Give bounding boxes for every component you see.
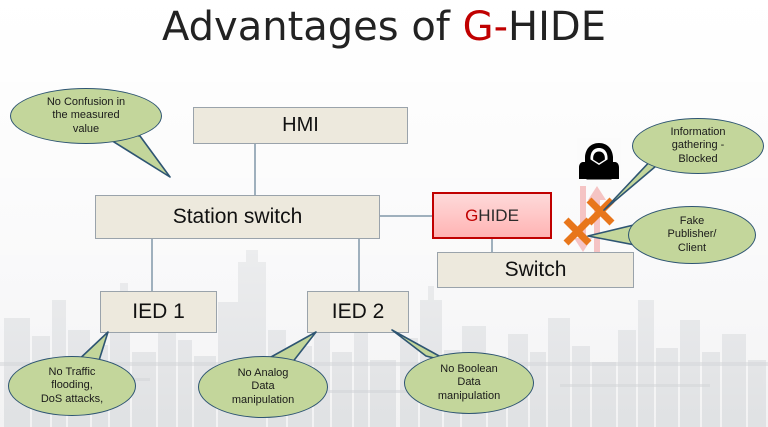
title-suffix: HIDE: [508, 4, 606, 50]
node-ghide-label-rest: HIDE: [478, 205, 519, 225]
blocked-attack-indicator: [560, 186, 630, 258]
node-ied1-label: IED 1: [132, 300, 185, 323]
node-switch[interactable]: Switch: [437, 252, 634, 288]
callout-line: manipulation: [231, 393, 295, 406]
callout-line: No Boolean: [440, 362, 498, 375]
callout-fake-publisher-bubble: Fake Publisher/ Client: [628, 206, 756, 264]
node-hmi-label: HMI: [282, 114, 319, 136]
callout-info-gathering-bubble: Information gathering - Blocked: [632, 118, 764, 174]
node-station-switch-label: Station switch: [172, 205, 303, 228]
callout-line: gathering -: [671, 139, 725, 152]
title-accent: G-: [462, 4, 509, 50]
slide-title: Advantages of G-HIDE: [0, 4, 768, 50]
callout-line: No Analog: [237, 366, 289, 379]
callout-line: Information: [670, 125, 726, 138]
connector-hmi-to-station: [254, 143, 256, 195]
node-switch-label: Switch: [504, 258, 567, 281]
callout-no-traffic-flooding: No Traffic flooding, DoS attacks,: [8, 331, 168, 427]
callout-line: Blocked: [678, 152, 718, 165]
callout-no-boolean-data-bubble: No Boolean Data manipulation: [404, 352, 534, 414]
node-station-switch[interactable]: Station switch: [95, 195, 380, 239]
callout-line: No Traffic: [48, 365, 96, 378]
callout-no-confusion-bubble: No Confusion in the measured value: [10, 88, 162, 144]
callout-line: DoS attacks,: [40, 392, 104, 405]
callout-no-traffic-flooding-bubble: No Traffic flooding, DoS attacks,: [8, 356, 136, 416]
callout-line: Data: [457, 376, 481, 389]
callout-no-boolean-data: No Boolean Data manipulation: [390, 329, 560, 426]
callout-line: Publisher/: [667, 228, 717, 241]
callout-line: No Confusion in: [46, 95, 126, 108]
callout-line: Data: [251, 380, 275, 393]
node-hmi[interactable]: HMI: [193, 107, 408, 144]
callout-line: flooding,: [51, 379, 93, 392]
node-ied2-label: IED 2: [331, 300, 385, 323]
callout-no-analog-data-bubble: No Analog Data manipulation: [198, 356, 328, 418]
connector-station-to-ghide: [380, 215, 434, 217]
connector-station-to-ied2: [358, 238, 360, 292]
node-ied1[interactable]: IED 1: [100, 291, 217, 333]
callout-line: value: [72, 122, 100, 135]
connector-ghide-to-switch: [491, 239, 493, 257]
node-ghide-label-accent: G: [465, 205, 479, 225]
callout-line: manipulation: [437, 389, 501, 402]
title-prefix: Advantages of: [162, 4, 463, 50]
callout-line: Client: [677, 241, 707, 254]
callout-no-analog-data: No Analog Data manipulation: [198, 331, 368, 427]
connector-station-to-ied1: [151, 238, 153, 292]
hacker-icon: [577, 138, 621, 190]
callout-line: Fake: [679, 214, 705, 227]
node-ied2[interactable]: IED 2: [307, 291, 409, 333]
callout-line: the measured: [52, 109, 120, 122]
